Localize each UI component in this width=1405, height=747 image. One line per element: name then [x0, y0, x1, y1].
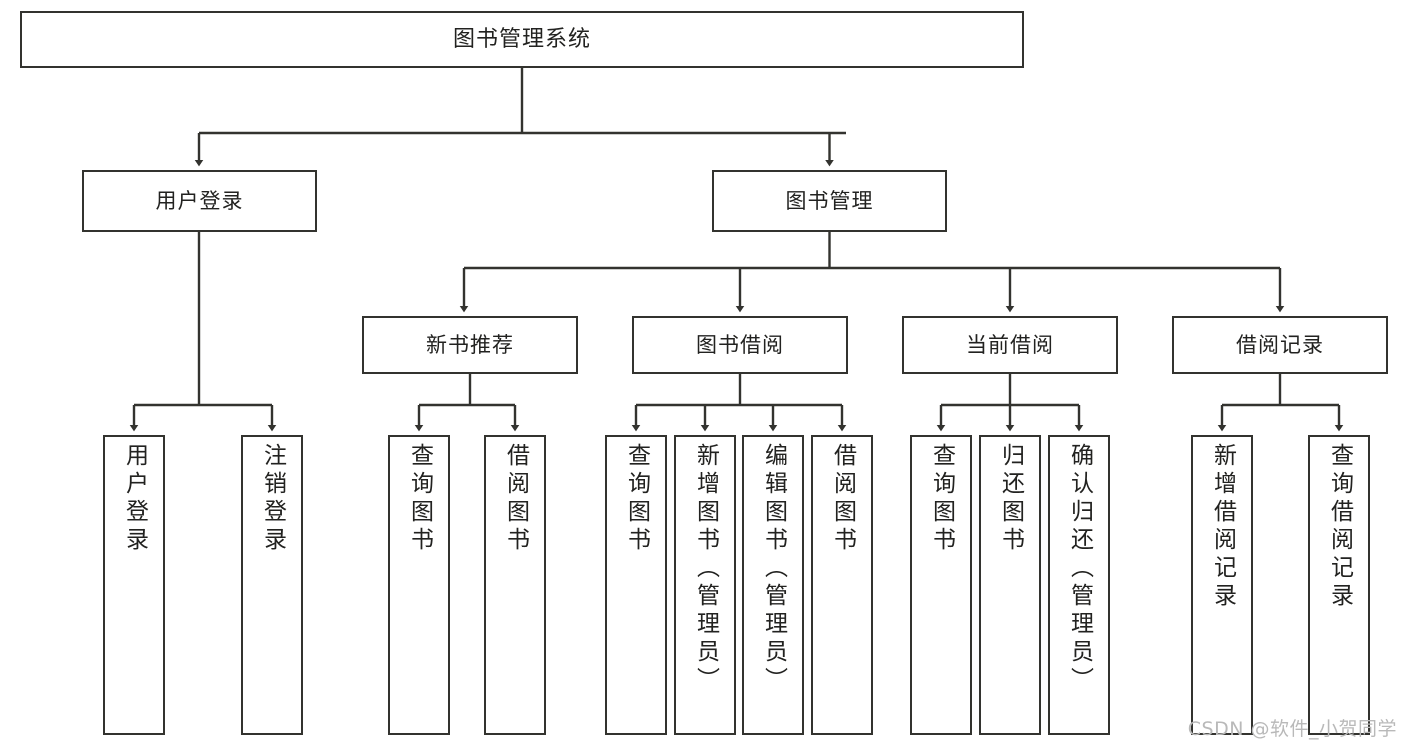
node-label: 查询图书 [406, 443, 433, 555]
leaf-query-books-recommend[interactable]: 查询图书 [388, 435, 450, 735]
leaf-borrow-books-borrow[interactable]: 借阅图书 [811, 435, 873, 735]
node-label: 图书管理系统 [452, 26, 591, 52]
node-label: 查询图书 [623, 443, 650, 555]
node-label: 用户登录 [155, 188, 244, 213]
node-user-login[interactable]: 用户登录 [82, 170, 317, 232]
node-new-book-recommend[interactable]: 新书推荐 [362, 316, 578, 374]
leaf-borrow-books-recommend[interactable]: 借阅图书 [484, 435, 546, 735]
node-label: 确认归还（管理员） [1066, 443, 1093, 695]
node-label: 借阅记录 [1236, 332, 1324, 357]
node-label: 编辑图书（管理员） [760, 443, 787, 695]
leaf-logout[interactable]: 注销登录 [241, 435, 303, 735]
leaf-query-books-borrow[interactable]: 查询图书 [605, 435, 667, 735]
node-label: 归还图书 [997, 443, 1024, 555]
node-borrow-records[interactable]: 借阅记录 [1172, 316, 1388, 374]
leaf-return-books[interactable]: 归还图书 [979, 435, 1041, 735]
node-label: 新增图书（管理员） [692, 443, 719, 695]
node-label: 查询图书 [928, 443, 955, 555]
leaf-add-borrow-record[interactable]: 新增借阅记录 [1191, 435, 1253, 735]
node-book-management[interactable]: 图书管理 [712, 170, 947, 232]
node-label: 图书管理 [785, 188, 874, 213]
node-current-borrow[interactable]: 当前借阅 [902, 316, 1118, 374]
leaf-query-books-current[interactable]: 查询图书 [910, 435, 972, 735]
node-label: 借阅图书 [829, 443, 856, 555]
node-label: 新增借阅记录 [1209, 443, 1236, 611]
node-label: 注销登录 [259, 443, 286, 555]
leaf-user-login[interactable]: 用户登录 [103, 435, 165, 735]
node-label: 借阅图书 [502, 443, 529, 555]
leaf-edit-book-admin[interactable]: 编辑图书（管理员） [742, 435, 804, 735]
node-book-borrow[interactable]: 图书借阅 [632, 316, 848, 374]
csdn-watermark: CSDN @软件_小贺同学 [1187, 718, 1397, 740]
leaf-add-book-admin[interactable]: 新增图书（管理员） [674, 435, 736, 735]
node-label: 查询借阅记录 [1326, 443, 1353, 611]
leaf-query-borrow-record[interactable]: 查询借阅记录 [1308, 435, 1370, 735]
node-root-system[interactable]: 图书管理系统 [20, 11, 1024, 68]
node-label: 用户登录 [121, 443, 148, 555]
leaf-confirm-return-admin[interactable]: 确认归还（管理员） [1048, 435, 1110, 735]
node-label: 新书推荐 [426, 332, 514, 357]
node-label: 当前借阅 [966, 332, 1054, 357]
node-label: 图书借阅 [696, 332, 784, 357]
